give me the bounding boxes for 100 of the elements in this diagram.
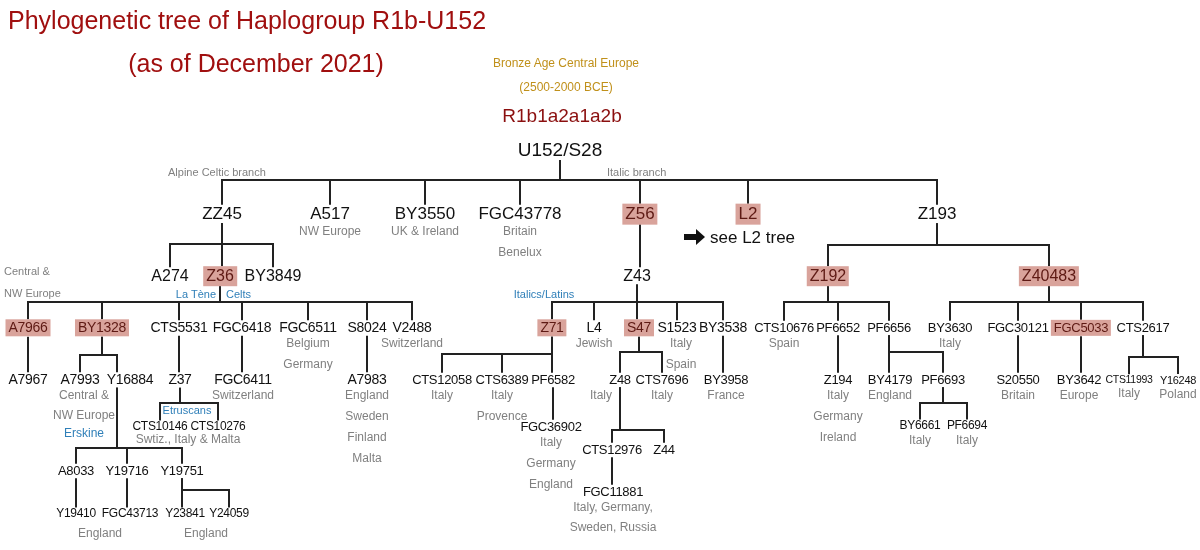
title: Phylogenetic tree of Haplogroup R1b-U152: [8, 6, 487, 35]
marker-name: Y23841: [165, 507, 205, 521]
marker-name: PF6652: [816, 320, 860, 336]
marker-name: L4: [586, 320, 602, 336]
culture-label: Italics/Latins: [513, 287, 575, 301]
region-label: Ireland: [819, 428, 857, 446]
marker-name: PF6656: [867, 320, 911, 336]
highlighted-marker: Z56: [622, 203, 658, 225]
tree-branch-line: [219, 284, 413, 322]
marker-name: FGC6511: [279, 320, 337, 336]
marker-name: PF6694: [946, 419, 988, 433]
tree-branch-line: [837, 334, 839, 374]
marker-name: S1523: [657, 320, 697, 336]
region-label: Italy: [590, 386, 612, 404]
marker-name: BY3958: [703, 372, 749, 388]
region-label: Poland: [1159, 385, 1197, 403]
marker-name: Y24059: [209, 507, 249, 521]
region-label: Sweden: [345, 408, 389, 425]
marker-name: BY3642: [1056, 372, 1102, 388]
marker-name: A7967: [8, 372, 48, 388]
marker-name: A7983: [347, 372, 387, 388]
branch-label: Italic branch: [607, 165, 667, 179]
marker-name: S20550: [996, 372, 1040, 388]
marker-name: Z48: [609, 372, 631, 388]
marker-name: A517: [310, 204, 350, 224]
region-label: England: [78, 527, 122, 541]
region-label: Spain: [768, 334, 800, 352]
region-label: England: [184, 527, 228, 541]
marker-name: BY3538: [699, 320, 747, 336]
tree-branch-line: [1017, 334, 1019, 374]
region-label: Italy: [670, 335, 692, 352]
tree-branch-line: [1142, 334, 1179, 375]
culture-label: Celts: [226, 287, 252, 301]
tree-branch-line: [619, 386, 665, 444]
region-label: Italy: [431, 386, 453, 404]
region-label: Switzerland: [212, 387, 274, 404]
period-label: Bronze Age Central Europe: [492, 57, 640, 71]
tree-branch-line: [827, 284, 890, 322]
tree-branch-line: [179, 386, 219, 422]
region-label: UK & Ireland: [391, 222, 459, 240]
tree-branch-line: [936, 222, 1050, 268]
region-label: Italy: [651, 386, 673, 404]
tree-branch-line: [101, 335, 118, 374]
marker-name: Y16884: [106, 372, 154, 388]
region-label: Benelux: [498, 243, 542, 261]
marker-name: FGC43713: [101, 507, 159, 521]
tree-branch-line: [241, 334, 243, 374]
marker-name: FGC6411: [214, 372, 272, 388]
marker-name: FGC30121: [987, 320, 1049, 336]
marker-name: FGC43778: [478, 204, 562, 224]
marker-name: CTS10276: [190, 420, 246, 434]
region-label: Europe: [1059, 386, 1099, 404]
highlighted-marker: Z71: [537, 319, 567, 337]
region-label: Switzerland: [381, 335, 443, 352]
region-label: NW Europe: [299, 222, 361, 240]
region-label: Finland: [347, 429, 387, 446]
tree-branch-line: [552, 386, 554, 421]
region-label: Germany: [283, 356, 333, 373]
highlighted-marker: Z192: [806, 266, 850, 286]
highlighted-marker: A7966: [5, 319, 51, 337]
tree-branch-line: [639, 223, 641, 269]
marker-name: A274: [151, 267, 189, 285]
tree-branch-line: [611, 456, 613, 486]
marker-name: Y19751: [160, 463, 204, 479]
marker-name: CTS10676: [754, 320, 814, 336]
marker-name: CTS10146: [132, 420, 188, 434]
region-label: England: [868, 386, 912, 404]
marker-name: Y19716: [105, 463, 149, 479]
region-label: Italy: [1118, 385, 1140, 403]
marker-name: PF6582: [531, 372, 575, 388]
highlighted-marker: S47: [624, 319, 654, 337]
marker-name: Y16248: [1159, 373, 1197, 387]
tree-branch-line: [181, 477, 230, 509]
marker-name: BY3550: [394, 204, 456, 224]
marker-name: CTS6389: [475, 372, 529, 388]
marker-name: V2488: [392, 320, 432, 336]
marker-name: Z43: [623, 267, 651, 285]
culture-label: Erskine: [64, 427, 104, 441]
highlighted-marker: Z36: [203, 266, 237, 286]
tree-branch-line: [1080, 335, 1082, 374]
marker-name: BY3630: [927, 320, 973, 336]
region-label: Swtiz., Italy & Malta: [135, 433, 241, 447]
region-label: Belgium: [286, 335, 330, 352]
tree-branch-line: [221, 222, 274, 269]
region-label: Central & NW Europe: [52, 387, 116, 424]
tree-branch-line: [178, 334, 180, 374]
region-label: Germany: [813, 407, 863, 425]
marker-name: Z37: [168, 372, 192, 388]
tree-branch-line: [636, 283, 724, 322]
highlighted-marker: BY1328: [75, 319, 129, 337]
marker-name: Z44: [653, 442, 675, 458]
tree-branch-line: [116, 386, 183, 465]
tree-branch-line: [27, 335, 29, 374]
marker-name: Z193: [917, 204, 957, 224]
region-label: Italy: [956, 432, 978, 449]
tree-branch-line: [722, 334, 724, 374]
marker-name: FGC6418: [212, 320, 272, 336]
marker-name: ZZ45: [202, 204, 242, 224]
culture-label: La Tène: [175, 287, 216, 301]
date-range: (2500-2000 BCE): [519, 81, 613, 95]
